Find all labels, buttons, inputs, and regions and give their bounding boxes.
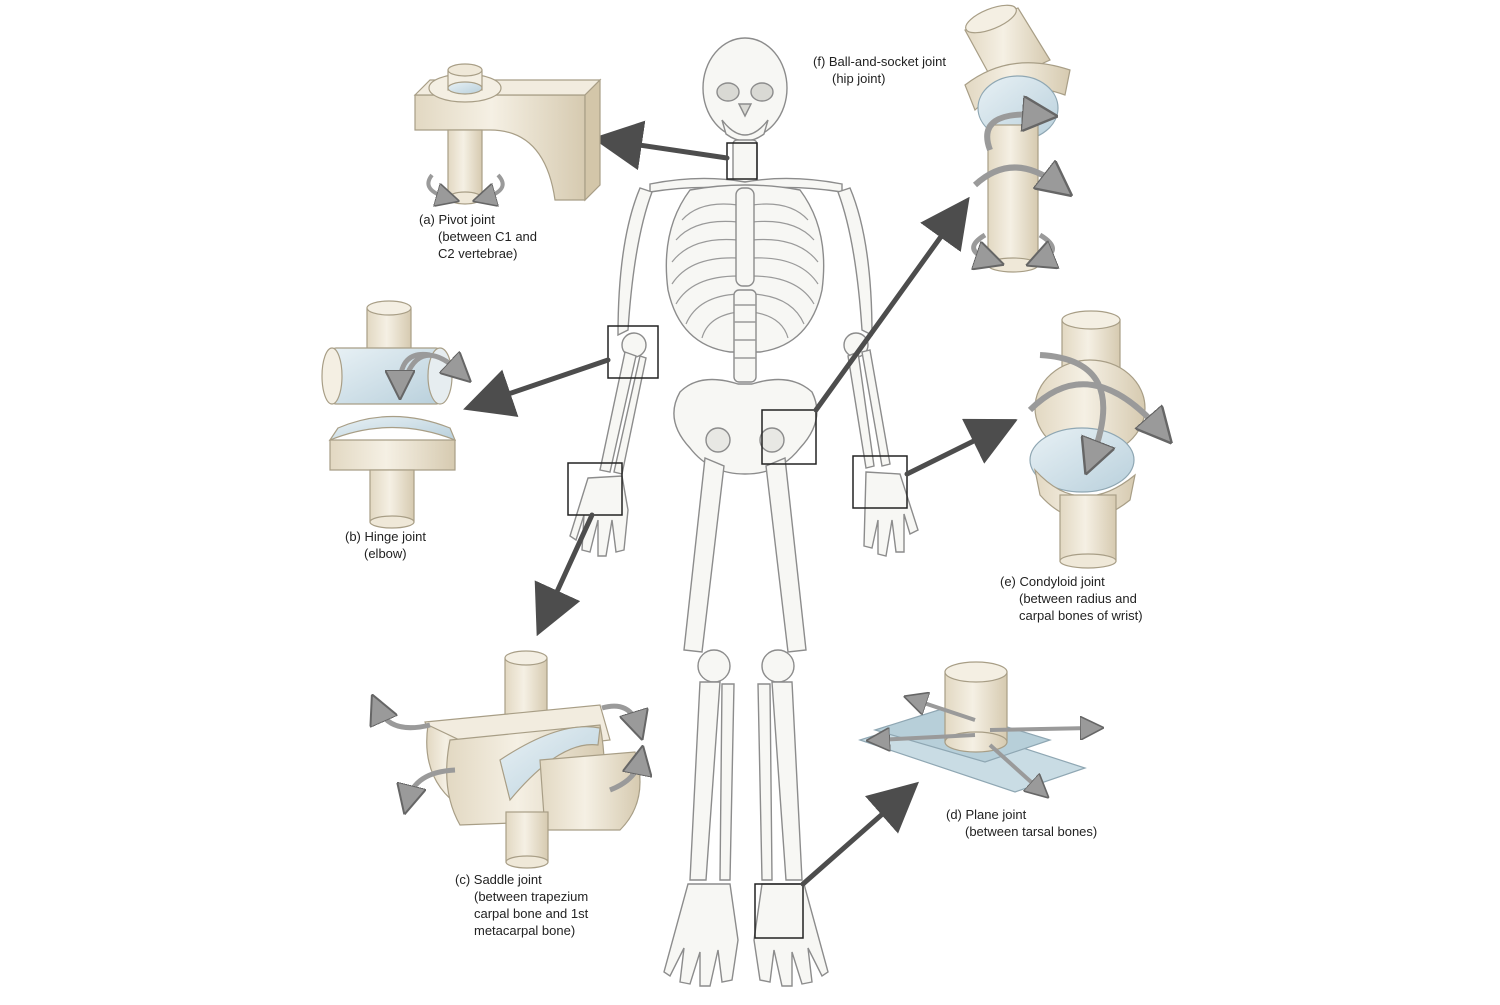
plane-desc-1: (between tarsal bones) [965, 824, 1098, 839]
callout-box-ankle [754, 883, 804, 939]
callout-box-wrist-left [567, 462, 623, 516]
hinge-joint-illustration [321, 300, 460, 529]
callout-box-elbow [607, 325, 659, 379]
condyloid-desc-1: (between radius and [1019, 591, 1137, 606]
plane-title: (d) Plane joint [946, 807, 1027, 822]
arrow-to-ball [813, 196, 970, 413]
caption-plane-joint: (d) Plane joint (between tarsal bones) [946, 806, 1097, 840]
callout-box-hip [761, 409, 817, 465]
condyloid-joint-illustration [1027, 310, 1160, 569]
ball-and-socket-joint-illustration [964, 4, 1070, 273]
condyloid-title: (e) Condyloid joint [1000, 574, 1105, 589]
callout-boxes [567, 142, 908, 939]
hinge-desc-1: (elbow) [364, 546, 407, 561]
pivot-desc-1: (between C1 and [438, 229, 538, 244]
saddle-joint-illustration [378, 650, 640, 869]
caption-ball-and-socket-joint: (f) Ball-and-socket joint (hip joint) [813, 53, 946, 87]
left-foot [663, 883, 739, 987]
arrow-to-hinge [463, 357, 611, 417]
pivot-desc-2: C2 vertebrae) [438, 246, 518, 261]
saddle-desc-1: (between trapezium [474, 889, 589, 904]
caption-condyloid-joint: (e) Condyloid joint (between radius and … [1000, 573, 1143, 624]
left-knee [697, 649, 731, 683]
pivot-title: (a) Pivot joint [419, 212, 495, 227]
skeleton-figure [569, 37, 919, 987]
pivot-joint-illustration [413, 63, 602, 204]
plane-joint-illustration [858, 661, 1092, 792]
callout-box-neck [726, 142, 758, 180]
saddle-desc-2: carpal bone and 1st [474, 906, 589, 921]
arrow-to-plane [800, 781, 920, 887]
ball-desc-1: (hip joint) [832, 71, 886, 86]
arrow-to-saddle [534, 512, 595, 637]
caption-pivot-joint: (a) Pivot joint (between C1 and C2 verte… [419, 211, 537, 262]
callout-box-wrist-right [852, 455, 908, 509]
ball-title: (f) Ball-and-socket joint [813, 54, 946, 69]
skull [702, 37, 788, 139]
right-hand [863, 471, 919, 557]
saddle-desc-3: metacarpal bone) [474, 923, 576, 938]
arrow-to-condyloid [904, 418, 1018, 477]
right-foot [753, 883, 829, 987]
condyloid-desc-2: carpal bones of wrist) [1019, 608, 1143, 623]
pelvis [673, 378, 818, 475]
caption-saddle-joint: (c) Saddle joint (between trapezium carp… [455, 871, 588, 939]
caption-hinge-joint: (b) Hinge joint (elbow) [345, 528, 426, 562]
saddle-title: (c) Saddle joint [455, 872, 542, 887]
arrow-to-pivot [592, 120, 730, 171]
hinge-title: (b) Hinge joint [345, 529, 426, 544]
right-knee [761, 649, 795, 683]
pointer-arrows [463, 120, 1018, 887]
